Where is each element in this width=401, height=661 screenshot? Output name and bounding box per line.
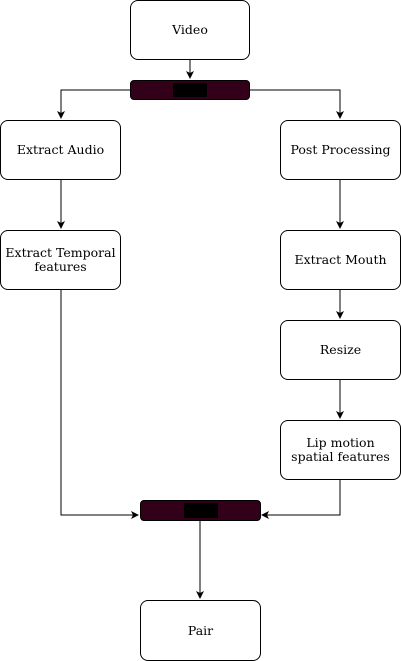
node-extract-audio-label: Extract Audio	[16, 142, 105, 157]
node-lip-motion-spatial-features-label: Lip motion spatial features	[291, 435, 390, 464]
edge-lip-motion-to-merge	[261, 480, 341, 519]
edge-split-to-extract-audio	[57, 89, 131, 119]
node-extract-mouth: Extract Mouth	[280, 230, 401, 290]
merge-junction-bar	[140, 500, 261, 521]
node-video-label: Video	[172, 22, 208, 37]
node-video: Video	[130, 0, 250, 60]
node-pair: Pair	[140, 600, 261, 661]
node-post-processing: Post Processing	[280, 120, 401, 180]
node-extract-temporal-features-label: Extract Temporal features	[5, 245, 116, 274]
node-resize-label: Resize	[319, 342, 362, 357]
node-post-processing-label: Post Processing	[290, 142, 391, 157]
node-lip-motion-spatial-features: Lip motion spatial features	[280, 420, 401, 480]
split-junction-core	[173, 83, 207, 97]
node-extract-audio: Extract Audio	[0, 120, 121, 180]
edge-temporal-to-merge	[60, 290, 139, 519]
merge-junction-core	[183, 503, 218, 518]
edge-split-to-post-processing	[249, 89, 344, 119]
node-resize: Resize	[280, 320, 401, 380]
node-extract-temporal-features: Extract Temporal features	[0, 230, 121, 290]
split-junction-bar	[130, 80, 250, 100]
node-pair-label: Pair	[187, 622, 214, 638]
node-extract-mouth-label: Extract Mouth	[294, 252, 387, 267]
